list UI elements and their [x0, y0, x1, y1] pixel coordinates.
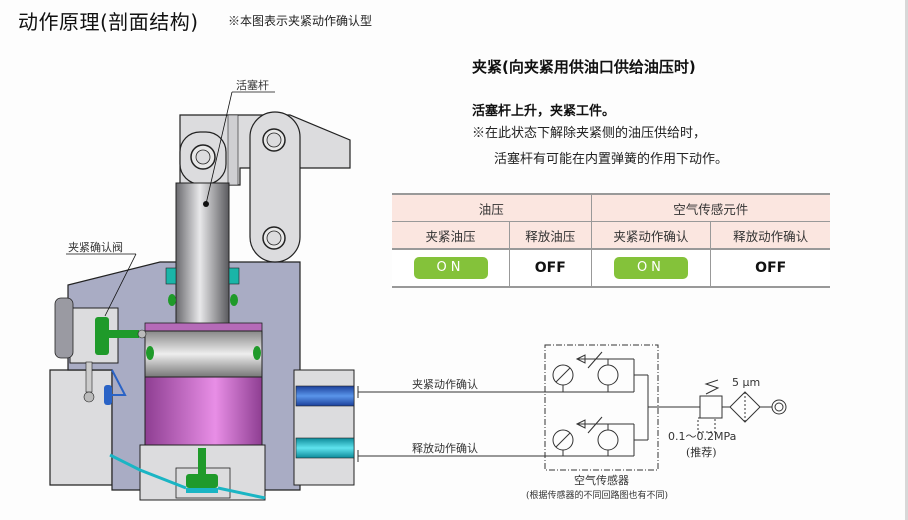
pin-lower-inner: [266, 230, 282, 246]
sensor-element-icon: [597, 429, 619, 451]
pneumatic-circuit: [357, 344, 787, 471]
arm-slot: [227, 114, 239, 186]
label-air-sensor: 空气传感器: [574, 473, 629, 487]
rod-seal: [165, 267, 177, 285]
throttle-icon: [587, 351, 603, 369]
off-label: OFF: [755, 260, 787, 276]
cross-section: 活塞杆 夹紧确认阀: [49, 78, 355, 501]
air-source-icon: [771, 399, 787, 415]
o-ring: [168, 294, 176, 306]
status-cell: OFF: [509, 249, 592, 288]
label-confirm-valve: 夹紧确认阀: [68, 240, 123, 254]
status-cell: ON: [590, 249, 712, 288]
cylinder-body: [49, 369, 113, 486]
page-edge: [905, 0, 908, 520]
confirm-valve-disk: [95, 317, 109, 355]
label-sensor-note: (根据传感器的不同回路图也有不同): [526, 489, 668, 501]
sensor-element-icon: [597, 364, 619, 386]
piston-chamber: [144, 376, 263, 446]
piston-rod: [175, 182, 230, 329]
status-table: 油压 空气传感元件 夹紧油压 释放油压 夹紧动作确认 释放动作确认 ON OFF…: [392, 193, 830, 288]
state-description: 活塞杆上升，夹紧工件。: [472, 104, 616, 119]
exhaust-icon: [575, 419, 586, 429]
regulator-icon: [699, 395, 723, 419]
group-header-air-sensor: 空气传感元件: [590, 193, 830, 222]
regulator-spring-icon: [704, 379, 720, 395]
page-title: 动作原理(剖面结构): [18, 10, 199, 34]
link-plate: [249, 111, 301, 263]
column-header: 释放油压: [509, 221, 592, 250]
type-note: ※本图表示夹紧动作确认型: [228, 14, 373, 28]
on-badge: ON: [413, 257, 488, 279]
off-label: OFF: [534, 260, 566, 276]
column-header: 释放动作确认: [710, 221, 830, 250]
leader-line: [205, 91, 233, 205]
confirm-valve-pin: [85, 361, 93, 393]
label-filter-rating: 5 μm: [732, 376, 760, 389]
label-regulator-pressure: 0.1～0.2MPa: [668, 430, 736, 443]
piston-cap: [144, 322, 263, 332]
exhaust-icon: [575, 354, 586, 364]
state-note-line1: ※在此状态下解除夹紧侧的油压供给时，: [472, 126, 707, 141]
pin-upper-inner: [266, 132, 282, 148]
confirm-valve-cap: [54, 297, 74, 359]
valve-stem: [198, 448, 206, 474]
state-note-line2: 活塞杆有可能在内置弹簧的作用下动作。: [494, 152, 729, 167]
column-header: 夹紧动作确认: [590, 221, 712, 250]
piston-seal: [253, 346, 261, 360]
on-badge: ON: [613, 257, 688, 279]
piston-seal: [146, 346, 154, 360]
label-regulator-note: (推荐): [686, 445, 717, 459]
confirm-valve-tip: [83, 391, 95, 403]
air-sensor-box: [544, 344, 659, 471]
clamp-port: [295, 385, 355, 407]
throttle-icon: [587, 416, 603, 434]
confirm-valve-stem: [109, 330, 139, 338]
valve-disk: [186, 474, 218, 488]
rod-seal: [228, 267, 240, 285]
o-ring: [230, 294, 238, 306]
column-header: 夹紧油压: [392, 221, 511, 250]
leader-line: [104, 253, 137, 317]
release-port: [295, 437, 355, 459]
status-cell: ON: [392, 249, 511, 288]
piston-head: [144, 330, 263, 378]
status-cell: OFF: [710, 249, 830, 288]
valve-seat: [186, 488, 218, 493]
rod-pin-inner: [195, 149, 211, 165]
label-release-confirm: 释放动作确认: [412, 441, 478, 455]
label-piston-rod: 活塞杆: [236, 78, 269, 92]
confirm-valve-ball: [137, 329, 147, 339]
air-channel: [109, 453, 187, 490]
label-clamp-confirm: 夹紧动作确认: [412, 378, 478, 391]
state-title: 夹紧(向夹紧用供油口供给油压时): [472, 58, 696, 76]
air-channel: [217, 486, 266, 500]
air-channel: [111, 369, 127, 396]
confirm-port: [104, 385, 112, 405]
group-header-hydraulic: 油压: [392, 193, 592, 222]
